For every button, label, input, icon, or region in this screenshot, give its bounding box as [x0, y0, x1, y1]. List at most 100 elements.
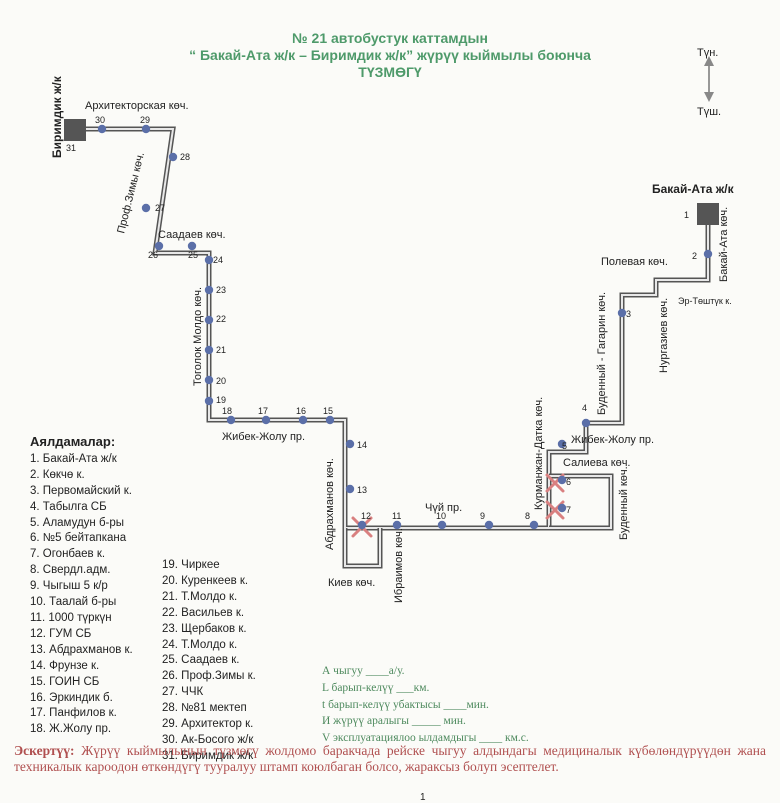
- legend-item: 3. Первомайский к.: [30, 484, 132, 497]
- compass-south: Түш.: [697, 106, 721, 118]
- param-line: t барып-келүү убактысы ____мин.: [322, 698, 489, 711]
- legend-item: 17. Панфилов к.: [30, 707, 117, 720]
- stop-marker-24: [204, 255, 214, 265]
- legend-item: 16. Эркиндик б.: [30, 691, 113, 704]
- stop-marker-22: [204, 315, 214, 325]
- stop-marker-7: [557, 503, 567, 513]
- compass-icon: [704, 56, 714, 102]
- stop-number-19: 19: [216, 395, 226, 405]
- stop-marker-21: [204, 345, 214, 355]
- stop-number-23: 23: [216, 285, 226, 295]
- note-text: Жүрүү кыймылынын түзмөгү жолдомо баракча…: [14, 743, 767, 774]
- stop-number-28: 28: [180, 152, 190, 162]
- stop-number-5: 5: [562, 441, 567, 451]
- stop-marker-30: [97, 124, 107, 134]
- legend-item: 23. Щербаков к.: [162, 622, 247, 635]
- terminal-end-label: Биримдик ж/к: [50, 75, 64, 158]
- route-line: [75, 126, 711, 569]
- terminal-start-icon: [697, 203, 719, 225]
- street-chuy: Чүй пр.: [425, 502, 462, 514]
- stop-number-10: 10: [436, 511, 446, 521]
- stop-marker-23: [204, 285, 214, 295]
- stop-marker-10: [437, 520, 447, 530]
- legend-item: 10. Таалай б-ры: [30, 596, 117, 609]
- stop-marker-5: [557, 439, 567, 449]
- stop-number-29: 29: [140, 115, 150, 125]
- terminal-end-icon: [64, 119, 86, 141]
- param-line: V эксплуатациялоо ылдамдыгы ____ км.с.: [322, 732, 529, 745]
- terminal-start-label: Бакай-Ата ж/к: [652, 182, 735, 196]
- legend-item: 15. ГОИН СБ: [30, 675, 100, 688]
- param-line: L барып-келүү ___км.: [322, 681, 430, 694]
- stop-number-24: 24: [213, 255, 223, 265]
- stop-marker-17: [261, 415, 271, 425]
- stop-number-27: 27: [155, 203, 165, 213]
- street-arkhitektorskaya: Архитекторская көч.: [85, 100, 189, 112]
- street-polevaya: Полевая көч.: [601, 256, 668, 268]
- street-salieva: Салиева көч.: [563, 457, 630, 469]
- legend-item: 28. №81 мектеп: [162, 702, 247, 715]
- legend-item: 12. ГУМ СБ: [30, 627, 92, 640]
- stop-marker-6: [557, 475, 567, 485]
- stop-number-11: 11: [392, 511, 401, 521]
- legend-item: 7. Огонбаев к.: [30, 548, 106, 561]
- street-zhibek-zholu-east: Жибек-Жолу пр.: [571, 434, 654, 446]
- legend-item: 22. Васильев к.: [162, 606, 245, 619]
- stop-number-2: 2: [692, 251, 697, 261]
- stop-number-26: 26: [148, 250, 158, 260]
- street-budennyi-gagarin: Буденный - Гагарин көч.: [596, 292, 608, 415]
- stop-number-14: 14: [357, 440, 367, 450]
- stop-marker-29: [141, 124, 151, 134]
- map-title-line2: “ Бакай-Ата ж/к – Биримдик ж/к” жүрүү кы…: [189, 47, 591, 63]
- stop-number-7: 7: [566, 505, 571, 515]
- stop-marker-18: [226, 415, 236, 425]
- stop-marker-20: [204, 375, 214, 385]
- stop-number-4: 4: [582, 403, 587, 413]
- stop-number-31: 31: [66, 143, 76, 153]
- stop-number-30: 30: [95, 115, 105, 125]
- legend-item: 29. Архитектор к.: [162, 718, 254, 731]
- stop-number-12: 12: [361, 511, 371, 521]
- legend-item: 6. №5 бейтапкана: [30, 532, 127, 545]
- compass-north: Түн.: [697, 47, 718, 59]
- stop-marker-2: [703, 249, 713, 259]
- street-nurgaziev: Нургазиев көч.: [658, 298, 670, 373]
- note: Эскертүү: Жүрүү кыймылынын түзмөгү жолдо…: [14, 743, 766, 775]
- legend-item: 21. Т.Молдо к.: [162, 590, 238, 603]
- stop-number-6: 6: [566, 477, 571, 487]
- legend-item: 13. Абдрахманов к.: [30, 643, 133, 656]
- stop-number-22: 22: [216, 314, 226, 324]
- legend-title: Аялдамалар:: [30, 434, 116, 449]
- stop-marker-8: [529, 520, 539, 530]
- stops-legend-col2: 19. Чиркее 20. Куренкеев к. 21. Т.Молдо …: [162, 558, 256, 765]
- stop-marker-28: [168, 152, 178, 162]
- stop-marker-19: [204, 396, 214, 406]
- page-number: 1: [420, 792, 426, 803]
- street-er-toshtuk: Эр-Төштүк к.: [678, 296, 732, 306]
- stop-number-8: 8: [525, 511, 530, 521]
- legend-item: 11. 1000 түркүн: [30, 611, 112, 624]
- stop-marker-9: [484, 520, 494, 530]
- legend-item: 8. Свердл.адм.: [30, 564, 111, 577]
- street-abdrakhmanov: Абдрахманов көч.: [324, 458, 336, 550]
- street-ibraimov: Ибраимов көч.: [393, 528, 405, 603]
- stop-number-13: 13: [357, 485, 367, 495]
- legend-item: 5. Аламудун б-ры: [30, 516, 125, 529]
- stop-number-25: 25: [188, 250, 198, 260]
- stop-marker-4: [581, 418, 591, 428]
- legend-item: 26. Проф.Зимы к.: [162, 670, 256, 683]
- param-line: А чыгуу ____а/у.: [322, 665, 405, 677]
- legend-item: 2. Көкчө к.: [30, 468, 85, 481]
- stop-marker-3: [617, 308, 627, 318]
- stop-number-9: 9: [480, 511, 485, 521]
- stop-number-18: 18: [222, 406, 232, 416]
- legend-item: 9. Чыгыш 5 к/р: [30, 580, 108, 593]
- stop-marker-12: [357, 520, 367, 530]
- stop-number-3: 3: [626, 309, 631, 319]
- legend-item: 20. Куренкеев к.: [162, 574, 249, 587]
- param-line: И жүрүү аралыгы _____ мин.: [322, 715, 466, 728]
- note-label: Эскертүү:: [14, 743, 75, 758]
- street-bakai-ata: Бакай-Ата көч.: [718, 207, 730, 282]
- legend-item: 25. Саадаев к.: [162, 654, 240, 667]
